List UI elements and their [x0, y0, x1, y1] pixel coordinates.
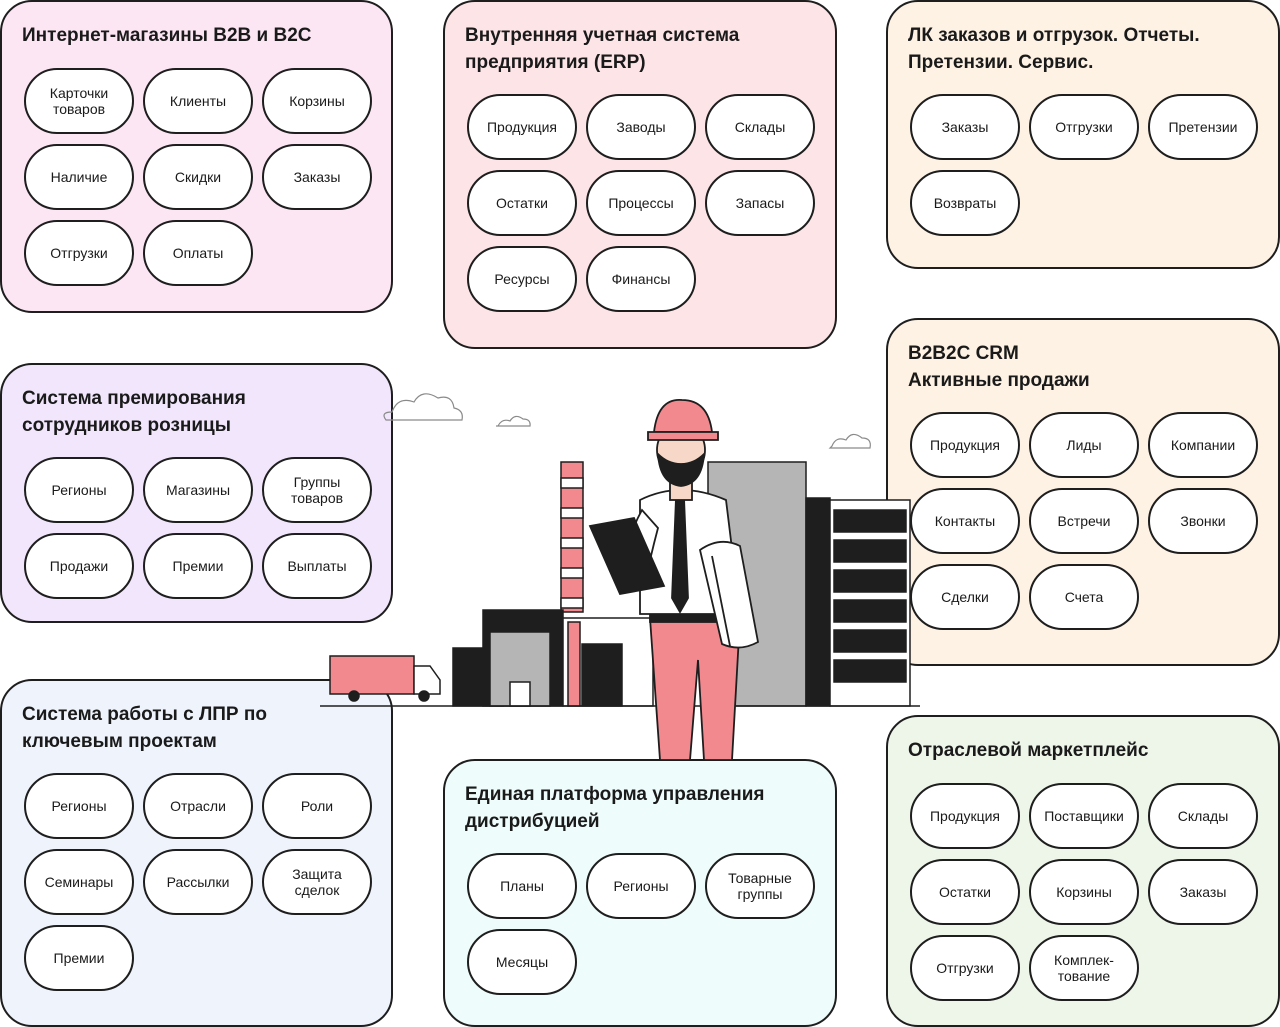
item-bonuses[interactable]: Премии	[143, 533, 253, 599]
item-regions[interactable]: Регионы	[586, 853, 696, 919]
item-clients[interactable]: Клиенты	[143, 68, 253, 134]
item-regions[interactable]: Регионы	[24, 773, 134, 839]
item-calls[interactable]: Звонки	[1148, 488, 1258, 554]
item-payments[interactable]: Оплаты	[143, 220, 253, 286]
item-invoices[interactable]: Счета	[1029, 564, 1139, 630]
item-shipments[interactable]: Отгрузки	[24, 220, 134, 286]
item-suppliers[interactable]: Поставщики	[1029, 783, 1139, 849]
item-deal-protection[interactable]: Защита сделок	[262, 849, 372, 915]
item-roles[interactable]: Роли	[262, 773, 372, 839]
card-title: Отраслевой маркетплейс	[908, 740, 1149, 761]
item-balances[interactable]: Остатки	[910, 859, 1020, 925]
item-sales[interactable]: Продажи	[24, 533, 134, 599]
item-finance[interactable]: Финансы	[586, 246, 696, 312]
item-orders[interactable]: Заказы	[262, 144, 372, 210]
item-shipments[interactable]: Отгрузки	[1029, 94, 1139, 160]
item-stores[interactable]: Магазины	[143, 457, 253, 523]
cloud-icon	[383, 393, 871, 449]
card-online-stores: Интернет-магазины B2B и B2C Карточки тов…	[0, 0, 393, 313]
item-product-groups[interactable]: Товарные группы	[705, 853, 815, 919]
item-stocks[interactable]: Запасы	[705, 170, 815, 236]
item-resources[interactable]: Ресурсы	[467, 246, 577, 312]
item-returns[interactable]: Возвраты	[910, 170, 1020, 236]
item-deals[interactable]: Сделки	[910, 564, 1020, 630]
item-months[interactable]: Месяцы	[467, 929, 577, 995]
card-title: B2B2C CRM Активные продажи	[908, 343, 1090, 391]
item-carts[interactable]: Корзины	[262, 68, 372, 134]
item-leads[interactable]: Лиды	[1029, 412, 1139, 478]
item-orders[interactable]: Заказы	[1148, 859, 1258, 925]
item-warehouses[interactable]: Склады	[705, 94, 815, 160]
item-meetings[interactable]: Встречи	[1029, 488, 1139, 554]
item-orders[interactable]: Заказы	[910, 94, 1020, 160]
item-discounts[interactable]: Скидки	[143, 144, 253, 210]
card-title: Интернет-магазины B2B и B2C	[22, 25, 312, 46]
card-title: Система премирования сотрудников розницы	[22, 388, 246, 436]
glass-building	[805, 497, 911, 707]
card-marketplace: Отраслевой маркетплейс Продукция Поставщ…	[886, 715, 1280, 1027]
item-balances[interactable]: Остатки	[467, 170, 577, 236]
engineer-figure	[588, 399, 760, 760]
item-product-cards[interactable]: Карточки товаров	[24, 68, 134, 134]
card-decision-makers: Система работы с ЛПР по ключевым проекта…	[0, 679, 393, 1027]
card-orders-cabinet: ЛК заказов и отгрузок. Отчеты. Претензии…	[886, 0, 1280, 269]
card-distribution-platform: Единая платформа управления дистрибуцией…	[443, 759, 837, 1027]
item-processes[interactable]: Процессы	[586, 170, 696, 236]
item-payouts[interactable]: Выплаты	[262, 533, 372, 599]
item-availability[interactable]: Наличие	[24, 144, 134, 210]
item-regions[interactable]: Регионы	[24, 457, 134, 523]
card-erp: Внутренняя учетная система предприятия (…	[443, 0, 837, 349]
item-product-groups[interactable]: Группы товаров	[262, 457, 372, 523]
card-title: ЛК заказов и отгрузок. Отчеты. Претензии…	[908, 25, 1200, 73]
card-title: Система работы с ЛПР по ключевым проекта…	[22, 704, 267, 752]
item-products[interactable]: Продукция	[910, 783, 1020, 849]
item-claims[interactable]: Претензии	[1148, 94, 1258, 160]
item-kitting[interactable]: Комплек- тование	[1029, 935, 1139, 1001]
item-contacts[interactable]: Контакты	[910, 488, 1020, 554]
item-plans[interactable]: Планы	[467, 853, 577, 919]
factory-buildings	[452, 609, 654, 707]
card-retail-bonus: Система премирования сотрудников розницы…	[0, 363, 393, 623]
item-companies[interactable]: Компании	[1148, 412, 1258, 478]
item-mailings[interactable]: Рассылки	[143, 849, 253, 915]
truck	[329, 655, 441, 702]
item-shipments[interactable]: Отгрузки	[910, 935, 1020, 1001]
chimney	[560, 461, 584, 613]
factory-engineer-illustration	[320, 393, 920, 760]
card-title: Единая платформа управления дистрибуцией	[465, 784, 765, 832]
item-warehouses[interactable]: Склады	[1148, 783, 1258, 849]
item-bonuses[interactable]: Премии	[24, 925, 134, 991]
card-crm: B2B2C CRM Активные продажи Продукция Лид…	[886, 318, 1280, 666]
item-carts[interactable]: Корзины	[1029, 859, 1139, 925]
item-plants[interactable]: Заводы	[586, 94, 696, 160]
item-seminars[interactable]: Семинары	[24, 849, 134, 915]
item-industries[interactable]: Отрасли	[143, 773, 253, 839]
card-title: Внутренняя учетная система предприятия (…	[465, 25, 740, 73]
item-products[interactable]: Продукция	[467, 94, 577, 160]
item-products[interactable]: Продукция	[910, 412, 1020, 478]
